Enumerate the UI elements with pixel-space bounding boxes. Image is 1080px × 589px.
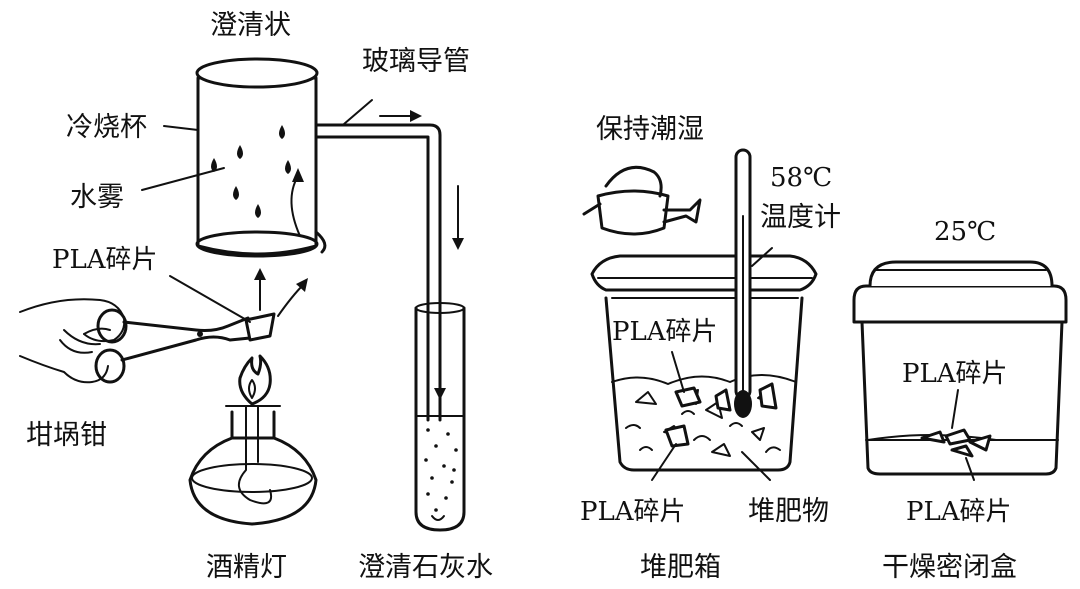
label-pla-fragment-dry-inside: PLA碎片 [902,359,1008,389]
label-clear-state: 澄清状 [210,10,291,41]
crucible-tongs [94,308,252,384]
heat-arrow-curve [277,278,308,317]
label-pla-fragment-left: PLA碎片 [52,245,158,275]
label-keep-moist: 保持潮湿 [596,114,704,145]
heat-arrow-up [254,268,266,311]
dry-sealed-box [852,260,1068,476]
pla-fragment-burning [244,312,276,342]
label-crucible-tongs: 坩埚钳 [26,420,107,451]
label-glass-tube: 玻璃导管 [362,46,470,77]
label-compost-box: 堆肥箱 [640,552,721,583]
flame-icon [238,354,272,406]
label-pla-fragment-compost-bottom: PLA碎片 [580,497,686,527]
thermometer [734,148,752,418]
label-pla-fragment-dry-bottom: PLA碎片 [906,497,1012,527]
label-temp-58: 58℃ [770,163,832,193]
flow-arrow-down-1 [452,185,464,250]
leader-lines-left [141,99,373,323]
label-compost-material: 堆肥物 [748,496,829,527]
flow-arrow-right [379,110,422,122]
compost-box [590,254,818,472]
cold-beaker [195,57,327,258]
leader-lines-dry [951,389,975,481]
label-limewater: 澄清石灰水 [358,552,493,583]
test-tube [414,302,466,532]
label-dry-box: 干燥密闭盒 [882,552,1017,583]
label-cold-beaker: 冷烧杯 [66,112,147,143]
alcohol-lamp [188,405,318,526]
flow-arrow-down-2 [434,359,446,400]
label-water-mist: 水雾 [70,182,124,213]
watering-can-icon [582,165,702,236]
label-pla-fragment-compost-inside: PLA碎片 [612,317,718,347]
label-thermometer: 温度计 [760,202,841,233]
water-droplets [211,125,291,218]
label-alcohol-lamp: 酒精灯 [206,552,287,583]
label-temp-25: 25℃ [934,217,996,247]
rising-gas-arrow [290,168,304,237]
leader-lines-compost [651,247,773,481]
glass-tube [314,123,442,422]
